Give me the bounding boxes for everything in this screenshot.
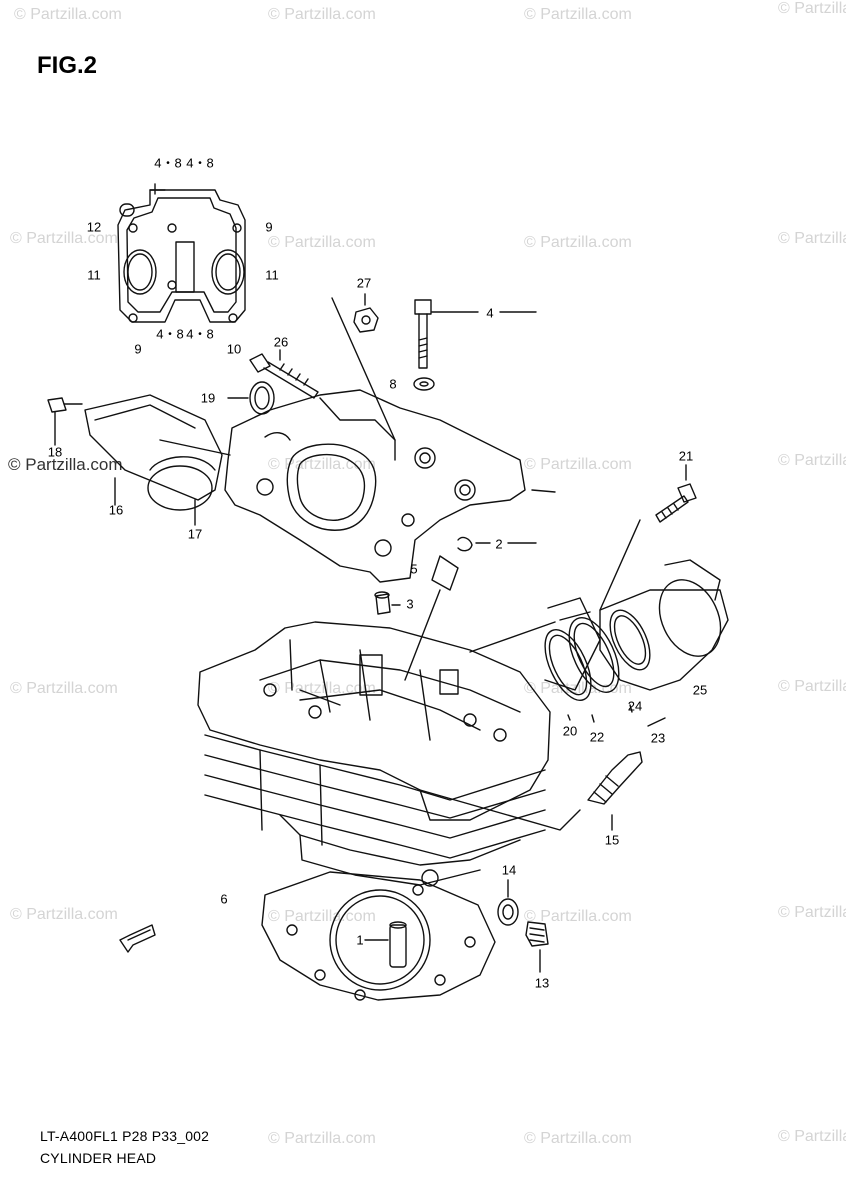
watermark: © Partzilla.com — [778, 452, 846, 469]
side-cap-16-17-18 — [47, 394, 231, 526]
callout-8: 8 — [389, 376, 397, 392]
callout-9: 9 — [265, 219, 273, 235]
watermark: © Partzilla.com — [268, 6, 376, 23]
watermark: © Partzilla.com — [10, 230, 118, 247]
spark-plug-15 — [587, 751, 643, 831]
callout-19: 19 — [200, 390, 216, 406]
callout-17: 17 — [187, 526, 203, 542]
watermark: © Partzilla.com — [778, 0, 846, 17]
callout-24: 24 — [627, 698, 643, 714]
watermark: © Partzilla.com — [14, 6, 122, 23]
watermark: © Partzilla.com — [10, 680, 118, 697]
bolt-21 — [599, 464, 697, 611]
bolt-4 — [413, 299, 537, 391]
plug-13-washer-14 — [497, 879, 549, 973]
callout-10: 10 — [226, 341, 242, 357]
callout-4-8: 4・8 — [154, 155, 182, 171]
watermark: © Partzilla.com — [524, 6, 632, 23]
callout-2: 2 — [495, 536, 503, 552]
callout-23: 23 — [650, 730, 666, 746]
callout-6: 6 — [220, 891, 228, 907]
watermark: © Partzilla.com — [778, 1128, 846, 1145]
figure-title: FIG.2 — [37, 52, 98, 79]
cover-gasket-inset — [117, 183, 246, 323]
callout-4-8: 4・8 — [186, 326, 214, 342]
watermark: © Partzilla.com — [524, 1130, 632, 1147]
nut-27 — [331, 293, 396, 441]
forward-arrow-icon — [119, 924, 156, 953]
callout-4: 4 — [486, 305, 494, 321]
callout-20: 20 — [562, 723, 578, 739]
watermark: © Partzilla.com — [524, 456, 632, 473]
callout-25: 25 — [692, 682, 708, 698]
callout-4-8: 4・8 — [156, 326, 184, 342]
callout-11: 11 — [265, 267, 279, 283]
callout-4-8: 4・8 — [186, 155, 214, 171]
small-parts-2-3-5 — [374, 536, 537, 681]
callout-12: 12 — [86, 219, 102, 235]
leader-line — [531, 489, 556, 493]
watermark: © Partzilla.com — [268, 908, 376, 925]
valve-cover — [224, 389, 526, 583]
seal-19 — [227, 381, 275, 415]
callout-22: 22 — [589, 729, 605, 745]
watermark: © Partzilla.com — [524, 234, 632, 251]
callout-5: 5 — [410, 561, 418, 577]
callout-16: 16 — [108, 502, 124, 518]
callout-13: 13 — [534, 975, 550, 991]
cylinder-head — [197, 621, 581, 887]
watermark: © Partzilla.com — [268, 1130, 376, 1147]
callout-18: 18 — [47, 444, 63, 460]
watermark: © Partzilla.com — [778, 230, 846, 247]
callout-26: 26 — [273, 334, 289, 350]
figure-code: LT-A400FL1 P28 P33_002 — [40, 1128, 210, 1144]
figure-name: CYLINDER HEAD — [40, 1150, 157, 1166]
callout-21: 21 — [678, 448, 694, 464]
intake-pipe-assembly — [469, 559, 729, 727]
watermark: © Partzilla.com — [524, 908, 632, 925]
watermark: © Partzilla.com — [8, 455, 123, 474]
watermark: © Partzilla.com — [778, 678, 846, 695]
callout-1: 1 — [356, 932, 364, 948]
callout-14: 14 — [501, 862, 517, 878]
callout-3: 3 — [406, 596, 414, 612]
bolt-26 — [249, 349, 319, 399]
watermark: © Partzilla.com — [778, 904, 846, 921]
callout-11: 11 — [87, 267, 101, 283]
callout-15: 15 — [604, 832, 620, 848]
watermark: © Partzilla.com — [268, 680, 376, 697]
callout-9: 9 — [134, 341, 142, 357]
head-gasket — [261, 871, 496, 1001]
watermark: © Partzilla.com — [10, 906, 118, 923]
watermark: © Partzilla.com — [268, 234, 376, 251]
callout-27: 27 — [356, 275, 372, 291]
